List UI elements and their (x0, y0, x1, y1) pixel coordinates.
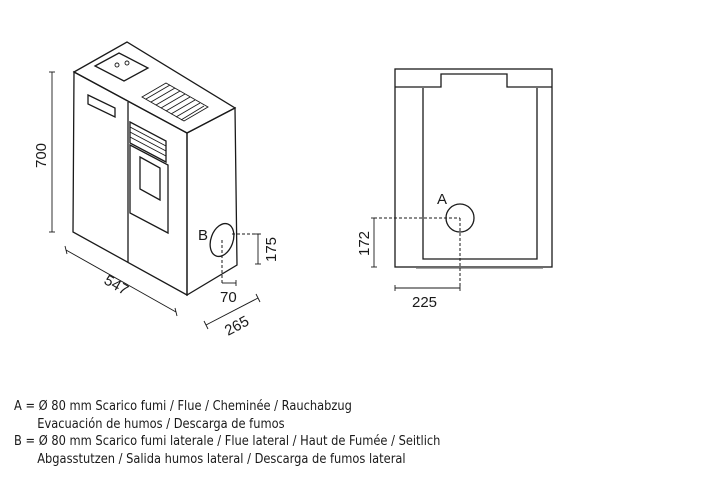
hatch-knob (124, 60, 130, 66)
fire-door-glass (139, 155, 161, 202)
legend: A = Ø 80 mm Scarico fumi / Flue / Chemin… (14, 398, 440, 468)
svg-text:172: 172 (356, 231, 373, 256)
legend-b-line2: Abgasstutzen / Salida humos lateral / De… (37, 451, 406, 467)
label-a: A (437, 191, 447, 208)
svg-text:547: 547 (101, 272, 131, 299)
legend-b-line1: B = Ø 80 mm Scarico fumi laterale / Flue… (14, 434, 441, 449)
rear-top-band (395, 73, 552, 88)
front-louvres (129, 120, 167, 164)
dim-rear-outlet-height: 172 (356, 217, 377, 268)
dim-height: 700 (33, 71, 55, 233)
stove-rear-view: A 172 225 (356, 68, 553, 311)
fire-door (129, 143, 169, 235)
svg-text:700: 700 (33, 143, 50, 168)
svg-text:70: 70 (220, 289, 237, 306)
stove-top-face (72, 41, 237, 134)
top-grille (141, 82, 209, 122)
rear-inner-panel (422, 88, 538, 260)
stove-side-face (186, 106, 238, 297)
legend-a-line1: A = Ø 80 mm Scarico fumi / Flue / Chemin… (14, 399, 352, 414)
dim-rear-outlet-offset: 225 (394, 285, 461, 311)
svg-text:225: 225 (412, 294, 437, 311)
svg-text:175: 175 (263, 237, 280, 262)
hatch-knob (114, 62, 120, 68)
top-hatch (93, 52, 150, 82)
dim-side-outlet-height: 175 (255, 233, 280, 265)
dim-width: 547 (64, 245, 178, 317)
legend-a-line2: Evacuación de humos / Descarga de fumos (37, 416, 285, 432)
stove-isometric-view: B 700 547 175 70 (33, 41, 280, 340)
rear-outline (394, 68, 553, 268)
dim-side-outlet-offset: 70 (220, 280, 237, 306)
pellet-door-handle (87, 93, 116, 119)
svg-text:265: 265 (222, 313, 252, 340)
label-b: B (198, 227, 208, 244)
side-outlet-b (209, 222, 235, 258)
